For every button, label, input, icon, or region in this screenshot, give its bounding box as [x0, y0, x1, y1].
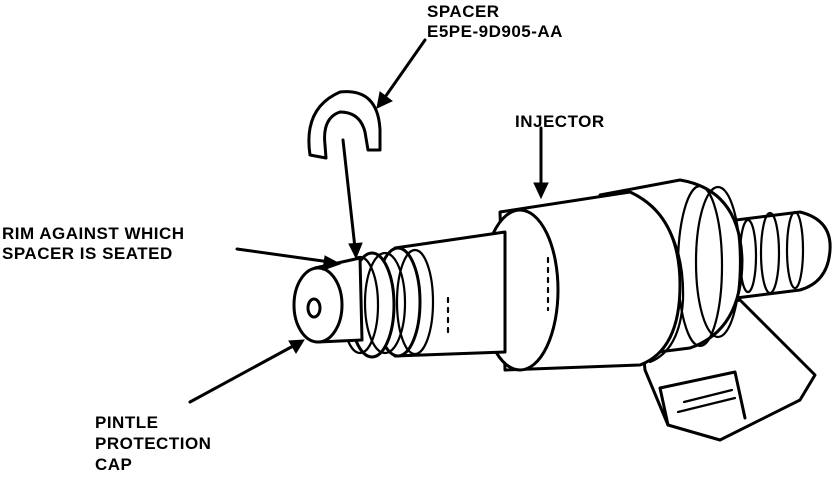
- leader-lines: [188, 38, 549, 404]
- pintle-label-line2: PROTECTION: [95, 434, 212, 453]
- spacer-clip: [307, 90, 382, 160]
- rim-label: RIM AGAINST WHICH SPACER IS SEATED: [2, 224, 185, 264]
- pintle-cap: [292, 256, 364, 344]
- injector-label: INJECTOR: [515, 112, 605, 131]
- injector-main-body: [480, 190, 685, 372]
- spacer-label-line1: SPACER: [427, 2, 500, 21]
- pintle-label-line3: CAP: [95, 455, 133, 474]
- rim-label-line2: SPACER IS SEATED: [2, 244, 173, 263]
- injector-neck: [374, 230, 507, 358]
- pintle-label: PINTLE PROTECTION CAP: [95, 412, 211, 475]
- pintle-label-line1: PINTLE: [95, 413, 159, 432]
- rim-label-line1: RIM AGAINST WHICH: [2, 224, 185, 243]
- spacer-part-number: E5PE-9D905-AA: [427, 22, 563, 41]
- inlet-fitting: [718, 210, 832, 302]
- spacer-label: SPACER E5PE-9D905-AA: [427, 2, 563, 42]
